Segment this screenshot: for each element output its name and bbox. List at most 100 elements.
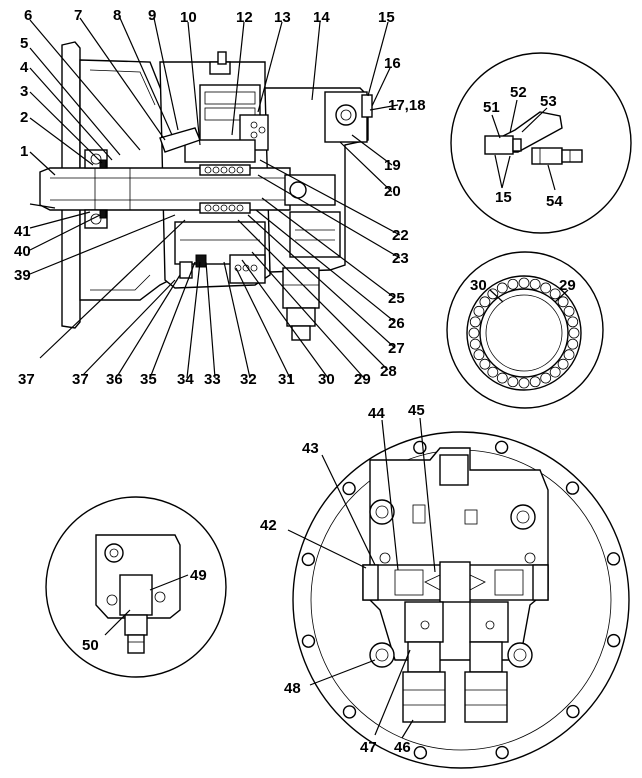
bearing-roller: [507, 376, 519, 388]
callout-3: 3: [20, 83, 28, 100]
callout-50: 50: [82, 637, 99, 654]
bearing-roller: [473, 305, 485, 317]
callout-28: 28: [380, 363, 397, 380]
callout-40: 40: [14, 243, 31, 260]
flange-bolt-hole: [342, 481, 356, 496]
callout-35: 35: [140, 371, 157, 388]
bearing-roller: [540, 372, 552, 384]
flange-bolt-hole: [606, 552, 621, 566]
motor-end-view: [292, 431, 630, 769]
callout-1: 1: [20, 143, 28, 160]
callout-17-18: 17,18: [388, 97, 426, 114]
flange-bolt-hole: [494, 440, 509, 455]
flange-bolt-hole: [413, 745, 428, 760]
callout-8: 8: [113, 7, 121, 24]
bearing-roller: [487, 288, 499, 300]
bearing-roller: [469, 338, 481, 350]
callout-53: 53: [540, 93, 557, 110]
detail-valve-labels: 51 52 53 54 15: [483, 84, 563, 210]
callout-9: 9: [148, 7, 156, 24]
main-callout-labels: 6 7 8 9 10 12 13 14 15 16 17,18 19 20 22…: [14, 7, 426, 388]
callout-25: 25: [388, 290, 405, 307]
flange-bolt-hole: [606, 633, 621, 648]
callout-45: 45: [408, 402, 425, 419]
flange-bolt-hole: [342, 705, 357, 719]
callout-4: 4: [20, 59, 29, 76]
bearing-roller: [549, 366, 561, 378]
flange-bolt-hole: [565, 481, 580, 495]
callout-36: 36: [106, 371, 123, 388]
detail-bearing-labels: 30 29: [470, 277, 576, 294]
bearing-roller: [563, 349, 575, 361]
callout-14: 14: [313, 9, 330, 26]
detail-circle-relief: [45, 496, 227, 678]
detail-bearing-leaders: [489, 289, 569, 303]
bearing-roller: [496, 282, 508, 294]
callout-42: 42: [260, 517, 277, 534]
bearing-roller: [567, 316, 579, 328]
callout-34: 34: [177, 371, 194, 388]
bearing-roller: [479, 358, 491, 370]
flange-bolt-hole: [301, 634, 316, 648]
bearing-roller: [529, 376, 541, 388]
callout-22: 22: [392, 227, 409, 244]
callout-44: 44: [368, 405, 385, 422]
callout-47: 47: [360, 739, 377, 756]
callout-26: 26: [388, 315, 405, 332]
bearing-roller: [479, 296, 491, 308]
bearing-roller: [496, 372, 508, 384]
callout-15: 15: [378, 9, 395, 26]
bearing-roller: [487, 366, 499, 378]
callout-51: 51: [483, 99, 500, 116]
flange-bolt-hole: [301, 552, 316, 567]
bearing-roller: [563, 305, 575, 317]
bearing-roller: [557, 358, 569, 370]
callout-13: 13: [274, 9, 291, 26]
callout-12: 12: [236, 9, 253, 26]
callout-6: 6: [24, 7, 32, 24]
flange-bolt-hole: [566, 704, 580, 719]
callout-30: 30: [318, 371, 335, 388]
callout-48: 48: [284, 680, 301, 697]
bearing-roller: [549, 288, 561, 300]
callout-29-detail: 29: [559, 277, 576, 294]
callout-15-detail: 15: [495, 189, 512, 206]
callout-27: 27: [388, 340, 405, 357]
main-leader-lines: [29, 17, 401, 379]
callout-41: 41: [14, 223, 31, 240]
end-view-leaders: [287, 417, 436, 739]
bearing-roller: [518, 377, 530, 389]
callout-23: 23: [392, 250, 409, 267]
callout-10: 10: [180, 9, 197, 26]
bearing-roller: [540, 282, 552, 294]
callout-16: 16: [384, 55, 401, 72]
callout-29: 29: [354, 371, 371, 388]
detail-circle-bearing: [446, 251, 604, 409]
end-view-labels: 42 43 44 45 48 47 46: [260, 402, 425, 756]
bearing-roller: [567, 338, 579, 350]
callout-2: 2: [20, 109, 28, 126]
callout-54: 54: [546, 193, 563, 210]
detail-relief-labels: 49 50: [82, 567, 207, 654]
callout-49: 49: [190, 567, 207, 584]
detail-valve-leaders: [491, 99, 556, 191]
flange-bolt-hole: [495, 745, 509, 760]
callout-43: 43: [302, 440, 319, 457]
callout-52: 52: [510, 84, 527, 101]
bearing-roller: [507, 278, 519, 290]
callout-37-lower: 37: [18, 371, 35, 388]
callout-5: 5: [20, 35, 28, 52]
bearing-roller: [518, 277, 530, 289]
bearing-roller: [557, 296, 569, 308]
bearing-roller: [568, 327, 580, 339]
detail-relief-leaders: [104, 574, 189, 636]
callout-46: 46: [394, 739, 411, 756]
callout-19: 19: [384, 157, 401, 174]
callout-20: 20: [384, 183, 401, 200]
callout-33: 33: [204, 371, 221, 388]
callout-31: 31: [278, 371, 295, 388]
detail-circle-valve: [450, 52, 632, 234]
callout-32: 32: [240, 371, 257, 388]
bearing-roller: [469, 316, 481, 328]
